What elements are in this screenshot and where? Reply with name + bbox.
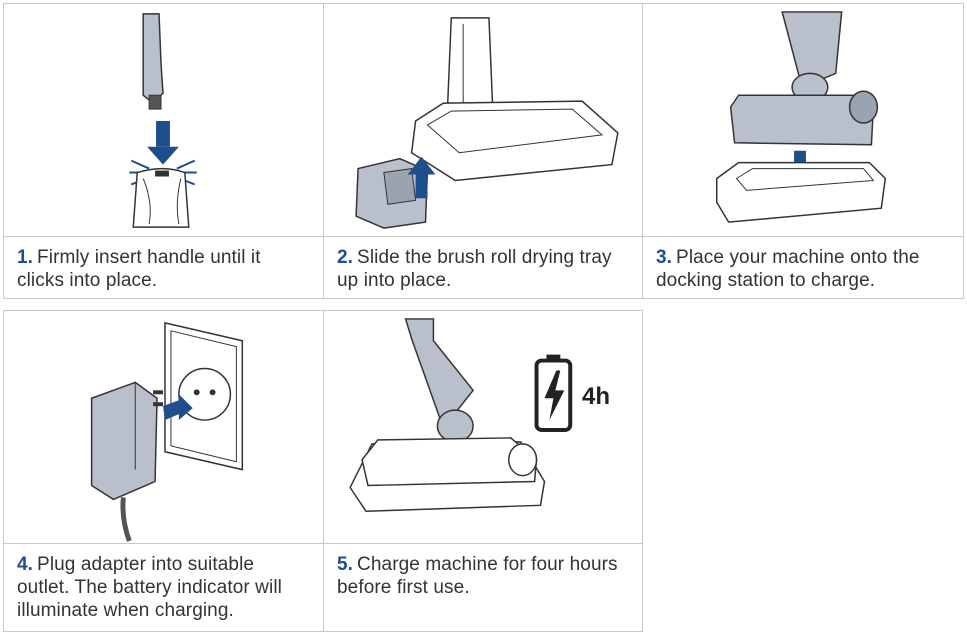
step-1-image-cell: [3, 3, 324, 237]
step-number: 2.: [337, 247, 354, 268]
step-4-image-cell: [3, 310, 324, 544]
step-text: Slide the brush roll drying tray up into…: [337, 247, 612, 291]
step-text: Firmly insert handle until it clicks int…: [17, 247, 261, 291]
step-2-caption: 2.Slide the brush roll drying tray up in…: [323, 236, 643, 299]
charging-machine-illustration: [349, 318, 573, 513]
step-text: Charge machine for four hours before fir…: [337, 554, 618, 598]
step-number: 1.: [17, 247, 34, 268]
step-3-caption: 3.Place your machine onto the docking st…: [642, 236, 964, 299]
adapter-outlet-illustration: [90, 321, 244, 542]
charge-time-label: 4h: [582, 383, 611, 410]
step-1-caption: 1.Firmly insert handle until it clicks i…: [3, 236, 324, 299]
step-number: 5.: [337, 554, 354, 575]
step-number: 3.: [656, 247, 673, 268]
handle-insert-illustration: [129, 13, 197, 228]
step-5-image-cell: 4h: [323, 310, 643, 544]
step-number: 4.: [17, 554, 34, 575]
step-text: Place your machine onto the docking stat…: [656, 247, 920, 291]
drying-tray-illustration: [355, 17, 619, 229]
step-2-image-cell: [323, 3, 643, 237]
step-5-caption: 5.Charge machine for four hours before f…: [323, 543, 643, 632]
step-4-caption: 4.Plug adapter into suitable outlet. The…: [3, 543, 324, 632]
step-3-image-cell: [642, 3, 964, 237]
docking-station-illustration: [716, 11, 887, 223]
step-text: Plug adapter into suitable outlet. The b…: [17, 554, 282, 621]
